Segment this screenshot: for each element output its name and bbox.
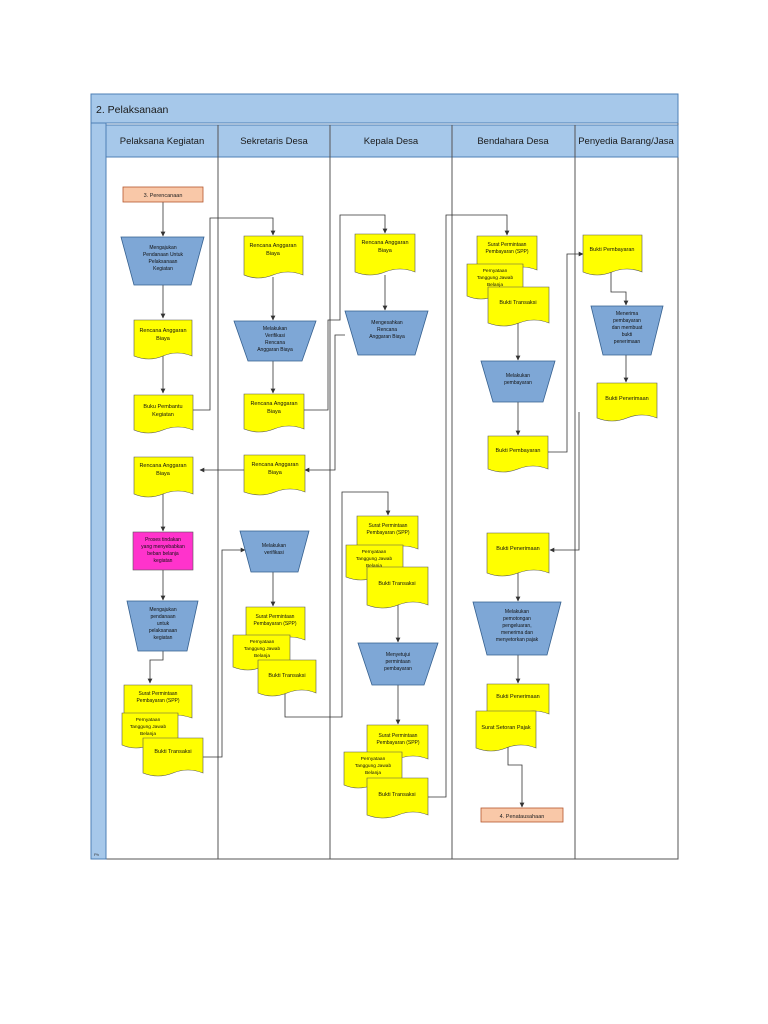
document-shape [475,710,537,752]
flow-line [507,746,525,808]
document-shape [133,394,194,434]
flow-line [428,214,510,798]
document-shape [243,454,306,496]
pb-bayar-text: Bukti Pembayaran [590,247,635,253]
kd-bukti1-text: Bukti Transaksi [378,581,415,587]
process-shape [126,600,199,652]
kd-bukti2-text: Bukti Transaksi [378,792,415,798]
bd-terima2-text: Bukti Penerimaan [496,694,539,700]
end-connector-label: 4. Penatausahaan [500,814,545,820]
corner-label: Ph [94,852,99,857]
document-shape [486,532,550,577]
flow-line [193,217,276,411]
document-shape [257,659,317,697]
start-connector-label: 3. Perencanaan [144,193,183,199]
flow-line [610,270,629,306]
bd-bukti-text: Bukti Transaksi [499,300,536,306]
process-shape [120,236,205,286]
bd-ssp-text: Surat Setoran Pajak [481,725,530,731]
flow-line [284,491,391,718]
document-shape [142,737,204,777]
pk-bukti-text: Bukti Transaksi [154,749,191,755]
lane-label-sekretaris: Sekretaris Desa [240,136,308,147]
document-shape [596,382,658,422]
lane-label-pelaksana: Pelaksana Kegiatan [120,136,205,147]
document-shape [354,233,416,276]
document-shape [243,235,304,279]
lane-header-pelaksana [105,124,219,158]
lane-label-kepala: Kepala Desa [364,136,419,147]
document-shape [133,319,193,360]
flow-line [304,334,345,473]
section-title: 2. Pelaksanaan [96,104,169,116]
document-shape [487,286,550,327]
process-shape [590,305,664,356]
flow-lines [147,202,629,808]
process-shape [233,320,317,362]
document-shape [133,456,194,498]
section-title-bar [90,93,679,124]
start-connector [122,186,204,203]
lane-header-sekretaris [217,124,331,158]
document-shape [243,393,305,433]
document-shape [366,777,429,819]
pb-terima-text: Bukti Penerimaan [605,396,648,402]
bd-terima-text: Bukti Penerimaan [496,546,539,552]
flow-line [203,547,246,758]
process-shape [480,360,556,403]
highlight-process [132,531,194,571]
process-shape [344,310,429,356]
flow-line [548,251,584,453]
process-shape [239,530,310,573]
document-shape [487,435,549,473]
flow-line [304,214,388,411]
side-strip [90,122,107,860]
lane-header-bendahara [451,124,576,158]
process-shape [472,601,562,656]
flow-line [147,651,164,684]
document-shape [582,234,643,276]
bd-bayar-text: Bukti Pembayaran [496,448,541,454]
lane-label-bendahara: Bendahara Desa [477,136,549,147]
process-shape [357,642,439,686]
document-shape [366,566,429,609]
lane-label-penyedia: Penyedia Barang/Jasa [578,136,674,147]
end-connector [480,807,564,823]
flow-line [549,412,580,553]
sd-bukti-text: Bukti Transaksi [268,673,305,679]
